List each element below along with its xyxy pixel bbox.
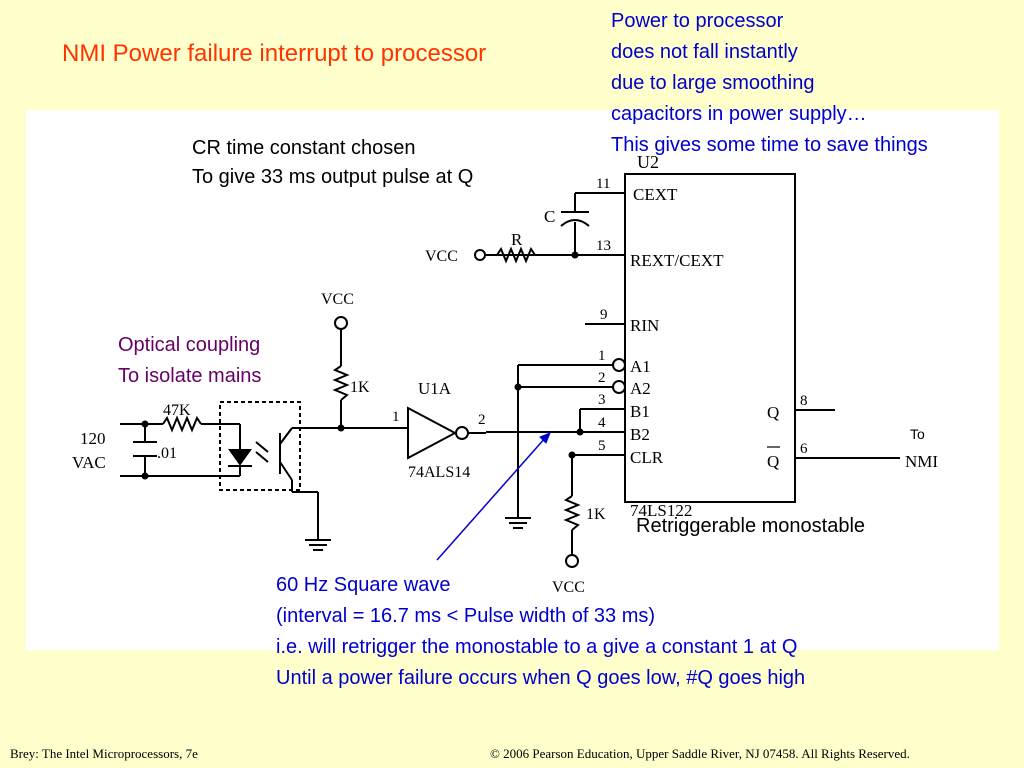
wave-note-line: (interval = 16.7 ms < Pulse width of 33 … bbox=[276, 605, 656, 627]
wave-arrow bbox=[436, 436, 547, 561]
pin-1-num: 1 bbox=[598, 348, 606, 364]
inverter-bubble bbox=[455, 426, 469, 440]
pin-a1-label: A1 bbox=[630, 357, 651, 376]
pin-a2-bubble bbox=[612, 380, 626, 394]
resistor-r-label: R bbox=[511, 230, 523, 249]
inverter-pin-out: 2 bbox=[478, 412, 486, 428]
pin-cext-label: CEXT bbox=[633, 185, 678, 204]
pin-clr-label: CLR bbox=[630, 448, 664, 467]
wave-note-line: 60 Hz Square wave bbox=[276, 574, 451, 596]
led-diode bbox=[228, 449, 252, 466]
power-note-line: Power to processor bbox=[611, 10, 784, 32]
vcc-label-top: VCC bbox=[321, 291, 354, 308]
pin-5-num: 5 bbox=[598, 438, 606, 454]
power-note-line: capacitors in power supply… bbox=[611, 103, 867, 125]
nmi-label: NMI bbox=[905, 452, 938, 471]
capacitor-c-label: C bbox=[544, 207, 555, 226]
pin-9-num: 9 bbox=[600, 307, 608, 323]
ac-voltage: 120 bbox=[80, 429, 106, 448]
pin-6-num: 6 bbox=[800, 441, 808, 457]
to-nmi-label: To bbox=[910, 426, 925, 442]
resistor-r bbox=[496, 246, 536, 264]
pin-2-num: 2 bbox=[598, 370, 606, 386]
vcc-terminal-bottom bbox=[565, 554, 579, 568]
chip-part: 74LS122 bbox=[630, 501, 692, 520]
power-note-line: This gives some time to save things bbox=[611, 134, 928, 156]
resistor-47k-label: 47K bbox=[163, 402, 191, 419]
pin-q-label: Q bbox=[767, 403, 779, 422]
inverter-triangle bbox=[407, 406, 458, 460]
power-note-line: due to large smoothing bbox=[611, 72, 815, 94]
pin-a1-bubble bbox=[612, 358, 626, 372]
vcc-label-bottom: VCC bbox=[552, 579, 585, 596]
vcc-terminal-top bbox=[334, 316, 348, 330]
pin-13-num: 13 bbox=[596, 238, 611, 254]
clr-1k-label: 1K bbox=[586, 506, 606, 523]
inverter-label: U1A bbox=[418, 379, 452, 398]
pin-11-num: 11 bbox=[596, 176, 610, 192]
schematic-panel bbox=[26, 110, 999, 650]
pin-a2-label: A2 bbox=[630, 379, 651, 398]
chip-74ls122-body bbox=[624, 173, 796, 503]
wave-note-line: i.e. will retrigger the monostable to a … bbox=[276, 636, 798, 658]
wave-note-line: Until a power failure occurs when Q goes… bbox=[276, 667, 806, 689]
cr-note: CR time constant chosen To give 33 ms ou… bbox=[192, 134, 473, 192]
pin-3-num: 3 bbox=[598, 392, 606, 408]
capacitor-c-plate-bottom bbox=[560, 219, 590, 227]
pin-8-num: 8 bbox=[800, 393, 808, 409]
pin-qbar-label: Q bbox=[767, 452, 779, 471]
pin-b1-label: B1 bbox=[630, 402, 650, 421]
optical-note: Optical coupling To isolate mains bbox=[118, 330, 261, 392]
inverter-part: 74ALS14 bbox=[408, 464, 470, 481]
pullup-1k-label: 1K bbox=[350, 379, 370, 396]
vcc-terminal-r bbox=[474, 249, 486, 261]
inverter-pin-in: 1 bbox=[392, 409, 400, 425]
slide-title: NMI Power failure interrupt to processor bbox=[62, 40, 487, 67]
resistor-47k bbox=[162, 415, 202, 433]
capacitor-01-label: .01 bbox=[157, 445, 177, 462]
monostable-note: Retriggerable monostable bbox=[636, 515, 866, 537]
resistor-1k-clr bbox=[563, 495, 581, 531]
pin-4-num: 4 bbox=[598, 415, 606, 431]
optical-note-line: Optical coupling bbox=[118, 334, 261, 356]
power-note: Power to processor does not fall instant… bbox=[611, 6, 928, 161]
cr-note-line: CR time constant chosen bbox=[192, 137, 416, 159]
wave-note: 60 Hz Square wave (interval = 16.7 ms < … bbox=[276, 570, 805, 694]
cr-note-line: To give 33 ms output pulse at Q bbox=[192, 166, 474, 188]
vcc-label-r: VCC bbox=[425, 248, 458, 265]
pin-rin-label: RIN bbox=[630, 316, 659, 335]
ac-unit: VAC bbox=[72, 453, 106, 472]
optical-note-line: To isolate mains bbox=[118, 365, 262, 387]
resistor-1k-pullup bbox=[332, 365, 350, 401]
pin-rext-label: REXT/CEXT bbox=[630, 251, 724, 270]
footer-left: Brey: The Intel Microprocessors, 7e bbox=[10, 746, 198, 761]
chip-label: U2 bbox=[637, 152, 659, 172]
power-note-line: does not fall instantly bbox=[611, 41, 798, 63]
footer-right: © 2006 Pearson Education, Upper Saddle R… bbox=[490, 746, 910, 761]
pin-b2-label: B2 bbox=[630, 425, 650, 444]
